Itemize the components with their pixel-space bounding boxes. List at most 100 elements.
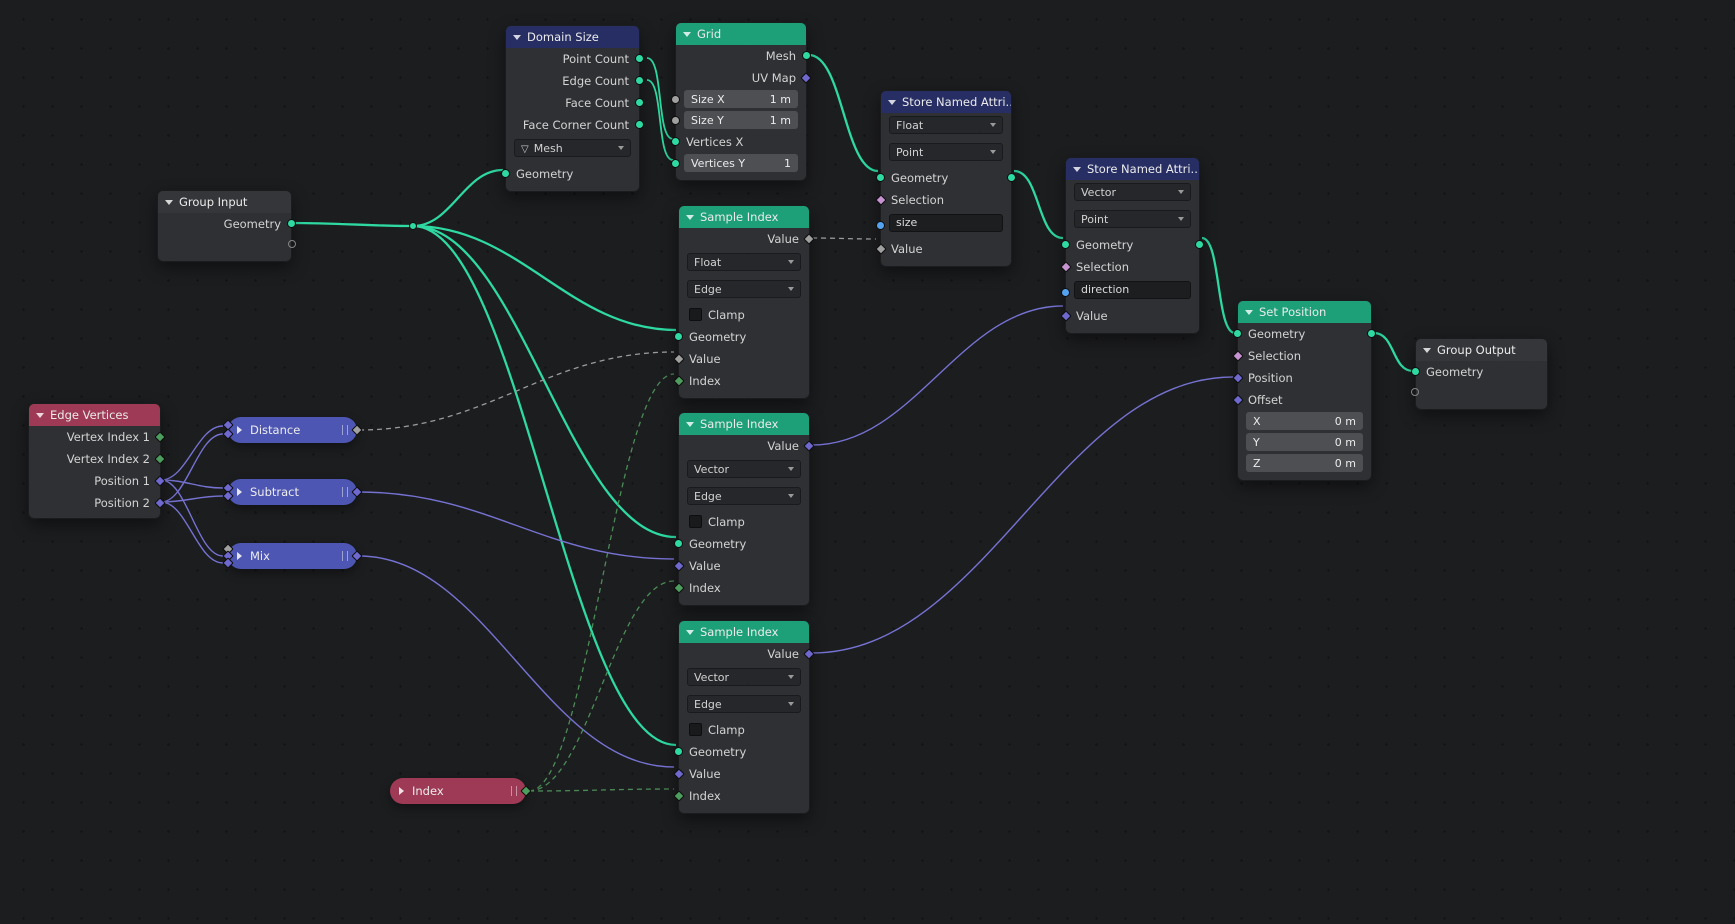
- socket-geometry-output[interactable]: [1007, 173, 1016, 182]
- expand-chevron-icon[interactable]: [237, 426, 242, 434]
- field-label: Size X: [691, 93, 725, 106]
- socket-edge-count-output[interactable]: [635, 76, 644, 85]
- socket-point-count-output[interactable]: [635, 54, 644, 63]
- node-header[interactable]: Sample Index: [679, 413, 809, 435]
- node-title: Sample Index: [700, 210, 778, 224]
- node-store-named-attribute-1[interactable]: Store Named Attri... Float Point Geometr…: [880, 90, 1012, 267]
- node-index[interactable]: Index: [390, 778, 526, 804]
- wire-distance-sampleindex1-value: [359, 352, 674, 430]
- collapse-chevron-icon[interactable]: [165, 200, 173, 205]
- component-dropdown[interactable]: ▽Mesh: [514, 139, 631, 163]
- collapse-chevron-icon[interactable]: [686, 422, 694, 427]
- collapse-chevron-icon[interactable]: [683, 32, 691, 37]
- virtual-socket[interactable]: [288, 240, 296, 248]
- domain-dropdown[interactable]: Edge: [687, 280, 801, 304]
- socket-face-corner-count-output[interactable]: [635, 120, 644, 129]
- collapse-chevron-icon[interactable]: [686, 630, 694, 635]
- socket-geometry-input[interactable]: [876, 173, 885, 182]
- mesh-icon: ▽: [521, 144, 529, 155]
- socket-label: Mesh: [766, 49, 796, 63]
- socket-mesh-output[interactable]: [802, 51, 811, 60]
- socket-geometry-input[interactable]: [674, 539, 683, 548]
- expand-chevron-icon[interactable]: [399, 787, 404, 795]
- node-header[interactable]: Group Input: [158, 191, 291, 213]
- node-header[interactable]: Group Output: [1416, 339, 1547, 361]
- clamp-checkbox[interactable]: [689, 308, 702, 321]
- data-type-dropdown[interactable]: Float: [687, 253, 801, 277]
- offset-z-field[interactable]: Z0 m: [1246, 454, 1363, 474]
- socket-size-x-input[interactable]: [671, 95, 680, 104]
- size-y-field[interactable]: Size Y1 m: [684, 111, 798, 131]
- socket-geometry-input[interactable]: [674, 747, 683, 756]
- collapse-chevron-icon[interactable]: [513, 35, 521, 40]
- collapse-chevron-icon[interactable]: [1245, 310, 1253, 315]
- data-type-dropdown[interactable]: Float: [889, 116, 1003, 140]
- node-subtract[interactable]: Subtract: [228, 479, 357, 505]
- data-type-dropdown[interactable]: Vector: [687, 668, 801, 692]
- collapse-chevron-icon[interactable]: [1073, 167, 1081, 172]
- collapse-chevron-icon[interactable]: [686, 215, 694, 220]
- node-header[interactable]: Store Named Attri...: [1066, 158, 1199, 180]
- expand-chevron-icon[interactable]: [237, 488, 242, 496]
- node-sample-index-3[interactable]: Sample Index Value Vector Edge Clamp Geo…: [678, 620, 810, 814]
- clamp-checkbox[interactable]: [689, 723, 702, 736]
- attribute-name-input[interactable]: size: [889, 214, 1003, 238]
- domain-dropdown[interactable]: Point: [889, 143, 1003, 167]
- node-group-input[interactable]: Group Input Geometry: [157, 190, 292, 262]
- socket-geometry-input[interactable]: [1233, 329, 1242, 338]
- node-mix[interactable]: Mix: [228, 543, 357, 569]
- node-distance[interactable]: Distance: [228, 417, 357, 443]
- socket-name-input[interactable]: [876, 221, 885, 230]
- socket-geometry-input[interactable]: [501, 169, 510, 178]
- node-header[interactable]: Domain Size: [506, 26, 639, 48]
- node-header[interactable]: Sample Index: [679, 206, 809, 228]
- row-selection: Selection: [881, 189, 1011, 211]
- offset-y-field[interactable]: Y0 m: [1246, 433, 1363, 453]
- node-title: Distance: [250, 423, 300, 437]
- node-sample-index-2[interactable]: Sample Index Value Vector Edge Clamp Geo…: [678, 412, 810, 606]
- node-set-position[interactable]: Set Position Geometry Selection Position…: [1237, 300, 1372, 481]
- socket-geometry-output[interactable]: [287, 219, 296, 228]
- node-edge-vertices[interactable]: Edge Vertices Vertex Index 1 Vertex Inde…: [28, 403, 161, 519]
- node-header[interactable]: Store Named Attri...: [881, 91, 1011, 113]
- node-grid[interactable]: Grid Mesh UV Map Size X1 m Size Y1 m Ver…: [675, 22, 807, 181]
- domain-dropdown[interactable]: Point: [1074, 210, 1191, 234]
- socket-label: Value: [891, 242, 923, 256]
- node-domain-size[interactable]: Domain Size Point Count Edge Count Face …: [505, 25, 640, 192]
- node-sample-index-1[interactable]: Sample Index Value Float Edge Clamp Geom…: [678, 205, 810, 399]
- socket-vertices-y-input[interactable]: [671, 159, 680, 168]
- vertices-y-field[interactable]: Vertices Y1: [684, 154, 798, 174]
- node-header[interactable]: Sample Index: [679, 621, 809, 643]
- node-header[interactable]: Edge Vertices: [29, 404, 160, 426]
- socket-name-input[interactable]: [1061, 288, 1070, 297]
- node-header[interactable]: Grid: [676, 23, 806, 45]
- data-type-dropdown[interactable]: Vector: [687, 460, 801, 484]
- domain-dropdown[interactable]: Edge: [687, 695, 801, 719]
- data-type-dropdown[interactable]: Vector: [1074, 183, 1191, 207]
- node-store-named-attribute-2[interactable]: Store Named Attri... Vector Point Geomet…: [1065, 157, 1200, 334]
- size-x-field[interactable]: Size X1 m: [684, 90, 798, 110]
- attribute-name-input[interactable]: direction: [1074, 281, 1191, 305]
- virtual-socket[interactable]: [1411, 388, 1419, 396]
- chevron-down-icon: [788, 494, 794, 498]
- offset-x-field[interactable]: X0 m: [1246, 412, 1363, 432]
- socket-label: Index: [689, 789, 721, 803]
- domain-dropdown[interactable]: Edge: [687, 487, 801, 511]
- socket-geometry-input[interactable]: [1061, 240, 1070, 249]
- collapse-chevron-icon[interactable]: [1423, 348, 1431, 353]
- collapse-chevron-icon[interactable]: [888, 100, 896, 105]
- socket-vertices-x-input[interactable]: [671, 137, 680, 146]
- socket-face-count-output[interactable]: [635, 98, 644, 107]
- socket-geometry-input[interactable]: [1411, 367, 1420, 376]
- clamp-checkbox[interactable]: [689, 515, 702, 528]
- node-group-output[interactable]: Group Output Geometry: [1415, 338, 1548, 410]
- socket-geometry-output[interactable]: [1195, 240, 1204, 249]
- node-header[interactable]: Set Position: [1238, 301, 1371, 323]
- expand-chevron-icon[interactable]: [237, 552, 242, 560]
- socket-geometry-output[interactable]: [1367, 329, 1376, 338]
- socket-geometry-input[interactable]: [674, 332, 683, 341]
- reroute-node[interactable]: [409, 222, 417, 230]
- socket-size-y-input[interactable]: [671, 116, 680, 125]
- collapse-chevron-icon[interactable]: [36, 413, 44, 418]
